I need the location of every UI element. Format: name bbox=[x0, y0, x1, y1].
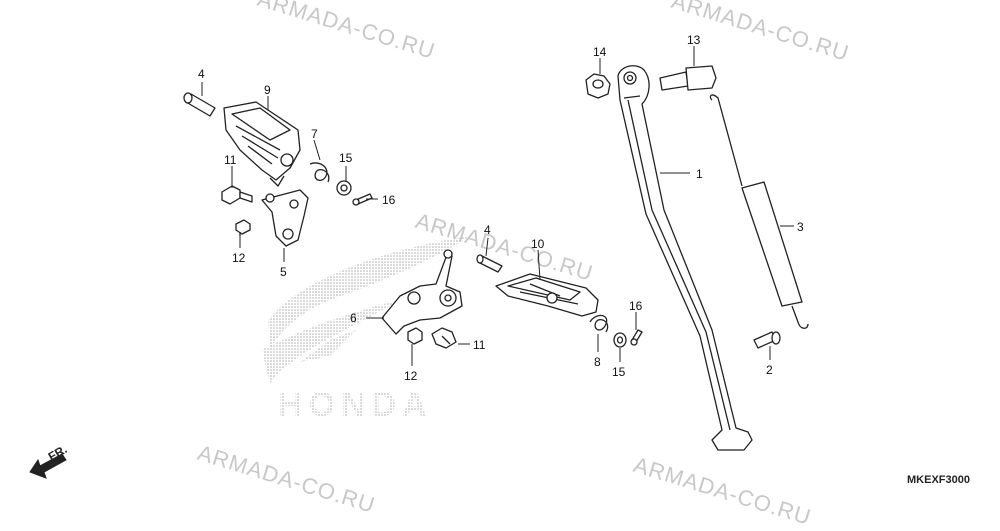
callout-11: 11 bbox=[224, 153, 237, 167]
callout-12: 12 bbox=[232, 251, 246, 265]
callout-5: 5 bbox=[280, 265, 287, 279]
pin-part-2 bbox=[753, 331, 781, 349]
footpeg-part-10 bbox=[495, 273, 599, 317]
callout-2: 2 bbox=[766, 363, 773, 377]
side-stand-part-1 bbox=[617, 65, 753, 451]
callout-4: 4 bbox=[198, 67, 205, 81]
diagram-svg: HONDA bbox=[29, 33, 809, 479]
bolt-part-11-middle bbox=[431, 327, 457, 349]
callout-13: 13 bbox=[687, 33, 701, 47]
leader-lines bbox=[201, 46, 794, 366]
bracket-part-6 bbox=[381, 249, 463, 335]
callout-15-middle: 15 bbox=[612, 365, 626, 379]
callout-10: 10 bbox=[531, 237, 545, 251]
callout-labels: 4 9 7 11 15 16 12 5 4 10 6 11 12 16 8 15… bbox=[198, 33, 804, 383]
callout-7: 7 bbox=[311, 127, 318, 141]
spring-part-7 bbox=[309, 162, 330, 183]
front-direction-arrow bbox=[29, 453, 67, 479]
diagram-code: MKEXF3000 bbox=[907, 474, 970, 486]
callout-1: 1 bbox=[696, 167, 703, 181]
pin-part-4 bbox=[183, 92, 216, 117]
bolt-part-13 bbox=[659, 65, 717, 91]
callout-14: 14 bbox=[593, 45, 607, 59]
pin-part-4-middle bbox=[476, 254, 503, 273]
callout-3: 3 bbox=[797, 220, 804, 234]
callout-12-middle: 12 bbox=[404, 369, 418, 383]
bracket-part-5 bbox=[261, 189, 309, 247]
cotter-pin-part-16-middle bbox=[630, 329, 643, 346]
callout-16: 16 bbox=[382, 193, 396, 207]
callout-6: 6 bbox=[350, 311, 357, 325]
callout-9: 9 bbox=[264, 83, 271, 97]
callout-4-middle: 4 bbox=[484, 223, 491, 237]
bolt-part-11 bbox=[221, 185, 253, 205]
footpeg-part-9 bbox=[223, 101, 301, 187]
callout-16-middle: 16 bbox=[629, 299, 643, 313]
cotter-pin-part-16 bbox=[352, 193, 373, 206]
callout-15: 15 bbox=[339, 151, 353, 165]
parts-diagram: ARMADA-CO.RU ARMADA-CO.RU ARMADA-CO.RU A… bbox=[29, 0, 970, 530]
spring-part-8 bbox=[589, 314, 609, 333]
stand-spring-part-3 bbox=[709, 94, 809, 329]
callout-8: 8 bbox=[594, 355, 601, 369]
honda-logo-text: HONDA bbox=[278, 386, 433, 424]
nut-part-14 bbox=[585, 73, 611, 99]
bolt-part-12-middle bbox=[407, 327, 423, 345]
honda-wing-logo: HONDA bbox=[262, 236, 470, 424]
callout-11-middle: 11 bbox=[473, 338, 486, 352]
washer-part-15-middle bbox=[613, 332, 627, 348]
washer-part-15 bbox=[336, 180, 352, 196]
bolt-part-12 bbox=[235, 219, 251, 236]
